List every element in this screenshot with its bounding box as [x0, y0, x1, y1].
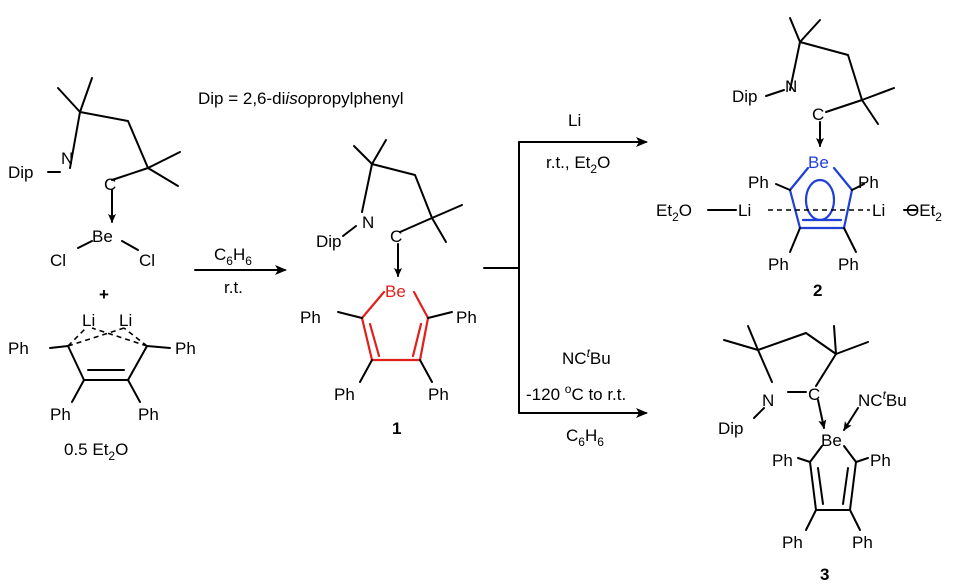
ph-right: Ph [870, 451, 891, 470]
ph-left: Ph [300, 308, 321, 327]
li-left: Li [738, 201, 751, 220]
dilithio-butadiene-reactant: Li Li Ph Ph Ph Ph 0.5 Et2O [8, 311, 196, 463]
ph-right: Ph [858, 173, 879, 192]
li-right: Li [872, 201, 885, 220]
c-atom: C [104, 175, 116, 194]
c-atom: C [390, 227, 402, 246]
dip-label: Dip [316, 232, 342, 251]
n-atom: N [785, 77, 797, 96]
ph-left: Ph [748, 173, 769, 192]
compound-2: Dip N C Be Ph Ph Et2O Li Li OEt2 Ph Ph 2 [656, 17, 942, 300]
c-atom: C [812, 105, 824, 124]
ph-bottom-left: Ph [334, 385, 355, 404]
dip-label: Dip [732, 87, 758, 106]
ph-right: Ph [175, 339, 196, 358]
ph-bottom-left: Ph [50, 405, 71, 424]
step1-solvent: C6H6 [214, 245, 252, 268]
ph-left: Ph [772, 451, 793, 470]
ph-right: Ph [456, 308, 477, 327]
ether-left: Et2O [656, 201, 692, 224]
ph-bottom-right: Ph [428, 385, 449, 404]
ether-right: OEt2 [906, 201, 942, 224]
n-atom: N [362, 213, 374, 232]
be-atom: Be [92, 227, 113, 246]
ether-equiv: 0.5 Et2O [64, 440, 128, 463]
dip-label: Dip [718, 419, 744, 438]
lower-reagent: NCtBu [562, 346, 611, 368]
c-atom: C [808, 385, 820, 404]
compound-3-number: 3 [820, 565, 829, 584]
caac-becl2-reactant: Dip N C Be Cl Cl + [8, 77, 181, 304]
plus-sign: + [99, 285, 109, 304]
lower-temperature: -120 oC to r.t. [526, 382, 626, 404]
ph-left: Ph [8, 339, 29, 358]
n-atom: N [61, 149, 73, 168]
cl-left: Cl [50, 251, 66, 270]
be-atom: Be [821, 431, 842, 450]
compound-3: N C Dip NCtBu Be Ph Ph Ph Ph 3 [718, 325, 907, 584]
upper-reagent: Li [568, 111, 581, 130]
dip-label: Dip [8, 163, 34, 182]
be-atom: Be [385, 282, 406, 301]
lower-solvent: C6H6 [566, 426, 604, 449]
cl-right: Cl [139, 251, 155, 270]
be-atom: Be [808, 153, 829, 172]
ph-bottom-right: Ph [838, 255, 859, 274]
ph-bottom-right: Ph [852, 533, 873, 552]
compound-1-number: 1 [392, 419, 401, 438]
li-left: Li [82, 311, 95, 330]
li-right: Li [119, 311, 132, 330]
compound-1: Dip N C Be Ph Ph Ph Ph 1 [300, 139, 477, 438]
dip-definition: Dip = 2,6-diisopropylphenyl [198, 89, 404, 108]
n-atom: N [762, 391, 774, 410]
ph-bottom-right: Ph [138, 405, 159, 424]
ph-bottom-left: Ph [782, 533, 803, 552]
step1-temperature: r.t. [224, 278, 243, 297]
upper-conditions: r.t., Et2O [546, 153, 610, 176]
branch-arrows: Li r.t., Et2O NCtBu -120 oC to r.t. C6H6 [483, 111, 648, 449]
nitrile-ligand: NCtBu [858, 388, 907, 410]
ph-bottom-left: Ph [768, 255, 789, 274]
compound-2-number: 2 [813, 281, 822, 300]
step1-arrow-group: C6H6 r.t. [194, 245, 287, 297]
